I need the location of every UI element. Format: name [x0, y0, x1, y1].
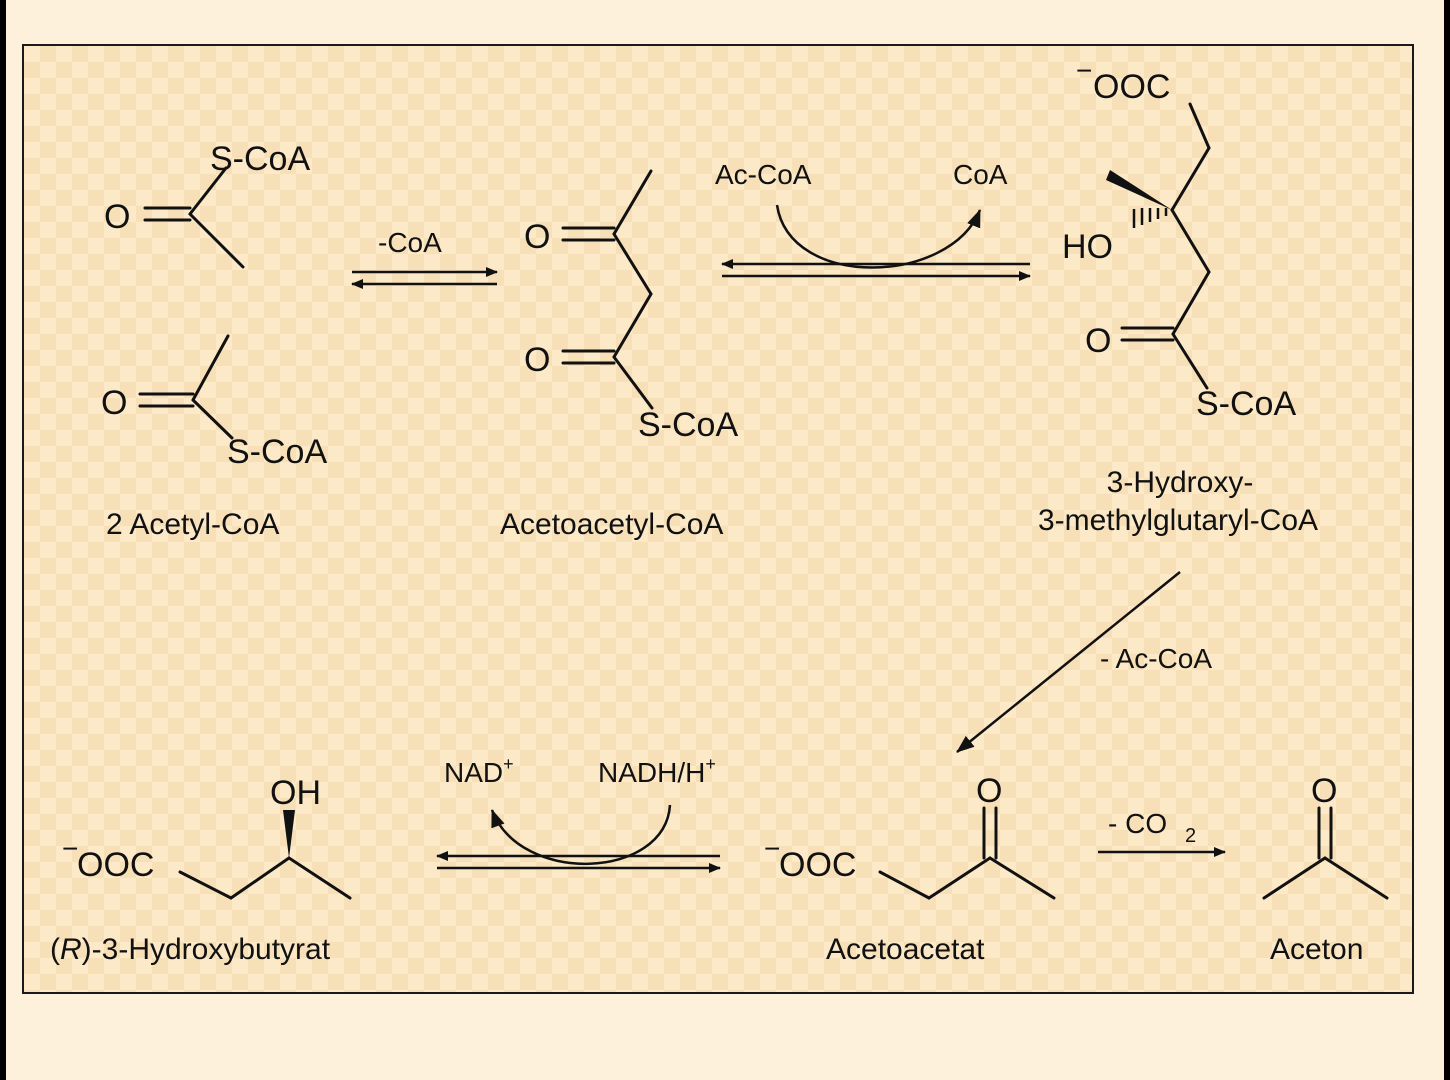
hydroxybutyrate-name: (R)-3-Hydroxybutyrat	[50, 933, 331, 966]
acetone-name: Aceton	[1270, 933, 1363, 966]
step2-equilibrium-arrow: Ac-CoA CoA	[715, 159, 1031, 281]
acetoacetate-carboxylate: OOC	[779, 846, 856, 884]
hmg-coa-molecule: − OOC HO O S-CoA	[1062, 55, 1296, 423]
hmg-coa-scoa: S-CoA	[1196, 385, 1296, 423]
acetyl-coa-name: 2 Acetyl-CoA	[106, 508, 279, 541]
acetone-oxygen: O	[1311, 772, 1337, 810]
acetoacetate-name: Acetoacetat	[826, 933, 985, 966]
acetyl-coa-molecule-bottom: O S-CoA	[101, 334, 327, 471]
hmg-coa-hydroxyl: HO	[1062, 228, 1113, 266]
hmg-coa-hash-bond	[1132, 208, 1168, 228]
acetoacetate-charge: −	[764, 833, 780, 864]
acetoacetyl-coa-name: Acetoacetyl-CoA	[500, 508, 723, 541]
acetyl-coa-molecule-top: O S-CoA	[104, 140, 310, 269]
step1-label: -CoA	[378, 227, 442, 258]
hmg-coa-wedge-bond	[1106, 170, 1172, 210]
hydroxybutyrate-hydroxyl: OH	[270, 774, 321, 812]
hmg-coa-charge: −	[1076, 55, 1092, 86]
step4-nadh: NADH/H+	[598, 754, 716, 788]
acetoacetate-oxygen: O	[976, 772, 1002, 810]
hydroxybutyrate-carboxylate: OOC	[77, 846, 154, 884]
acetoacetate-molecule: − OOC O	[764, 772, 1056, 900]
acetyl-coa-oxygen-top: O	[104, 198, 130, 236]
step4-equilibrium-arrow: NAD+ NADH/H+	[436, 754, 721, 873]
diagram-panel	[22, 44, 1414, 994]
step5-subscript: 2	[1185, 825, 1196, 847]
step3-label: - Ac-CoA	[1100, 643, 1212, 674]
acetone-molecule: O	[1262, 772, 1389, 900]
acetoacetyl-coa-oxygen-1: O	[524, 218, 550, 256]
acetyl-coa-oxygen-bottom: O	[101, 384, 127, 422]
hmg-coa-carboxylate: OOC	[1093, 68, 1170, 106]
acetoacetyl-coa-molecule: O O S-CoA	[524, 169, 738, 444]
step2-reagent-in: Ac-CoA	[715, 159, 812, 190]
left-edge-bar	[0, 0, 6, 1080]
acetoacetyl-coa-scoa: S-CoA	[638, 406, 738, 444]
hmg-coa-name-line2: 3-methylglutaryl-CoA	[1038, 504, 1318, 537]
step2-reagent-out: CoA	[953, 159, 1008, 190]
hydroxybutyrate-charge: −	[62, 833, 78, 864]
hydroxybutyrate-molecule: − OOC OH	[62, 774, 352, 900]
hmg-coa-name-line1: 3-Hydroxy-	[1107, 466, 1254, 499]
step5-label: - CO	[1108, 808, 1167, 839]
step4-nad: NAD+	[444, 754, 514, 788]
hydroxybutyrate-wedge-bond	[283, 810, 295, 858]
acetyl-coa-scoa-bottom: S-CoA	[227, 433, 327, 471]
acetoacetyl-coa-oxygen-2: O	[524, 341, 550, 379]
hmg-coa-oxygen: O	[1085, 322, 1111, 360]
step5-arrow: - CO 2	[1098, 808, 1226, 857]
acetyl-coa-scoa-top: S-CoA	[210, 140, 310, 178]
right-edge-bar	[1444, 0, 1450, 1080]
step3-arrow: - Ac-CoA	[956, 571, 1212, 753]
step1-equilibrium-arrow: -CoA	[351, 227, 498, 289]
